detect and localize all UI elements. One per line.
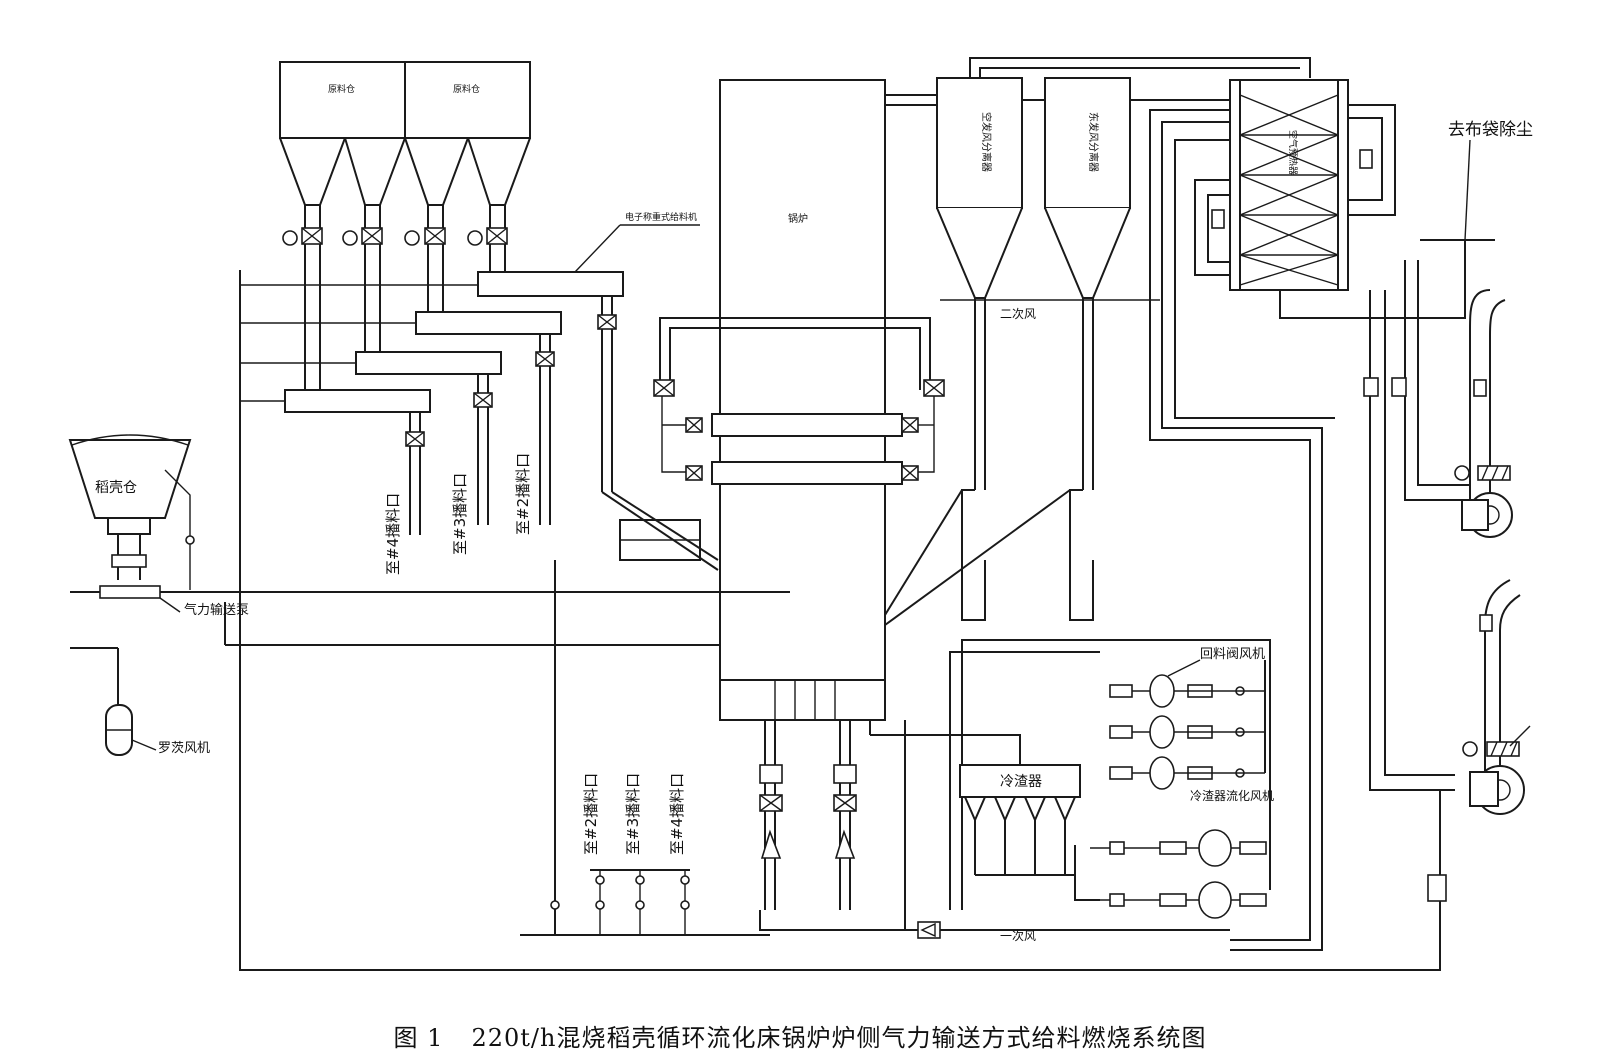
return-valve-fans [1109,659,1266,790]
bag-filter-label: 去布袋除尘 [1448,120,1533,140]
slag-cooler [959,764,1100,901]
rice-husk-silo [68,434,195,590]
secondary-air-label: 二次风 [1000,307,1036,321]
separator-1-label: 空发风分离器 [980,112,993,172]
to-inlet-4-b: 至#4播料口 [668,773,686,855]
to-inlet-2-a: 至#2播料口 [514,453,532,535]
return-fan-label: 回料阀风机 [1200,647,1265,662]
roots-blower [70,647,157,756]
raw-material-hoppers [279,61,531,390]
hopper-right-label: 原料仓 [453,83,480,95]
weighing-feeders [239,224,700,640]
rice-husk-silo-label: 稻壳仓 [95,479,137,496]
figure-number: 图 1 [393,1024,444,1052]
slag-fluid-fan-label: 冷渣器流化风机 [1190,789,1274,803]
blower-label: 罗茨风机 [158,741,210,756]
pneumatic-conveyor-line [70,585,790,646]
feeder-tie-lines [554,491,719,935]
slag-fluid-fans [1090,829,1267,919]
to-inlet-3-a: 至#3播料口 [451,473,469,555]
feeder-header-label: 电子称重式给料机 [625,211,697,223]
to-inlet-4-a: 至#4播料口 [384,493,402,575]
hopper-left-label: 原料仓 [328,83,355,95]
figure-caption: 图 1 220t/h混烧稻壳循环流化床锅炉炉侧气力输送方式给料燃烧系统图 [0,1018,1600,1053]
primary-air-fan [1462,579,1531,815]
furnace [711,79,903,721]
furnace-label: 锅炉 [788,213,808,225]
conveyor-pump-label: 气力输送泵 [184,602,249,618]
boiler-system-diagram: 原料仓 原料仓 电子称重式给料机 至#4播料口 至#3播料口 至#2播料口 [68,57,1533,971]
air-preheater [1149,79,1495,951]
figure-title: 220t/h混烧稻壳循环流化床锅炉炉侧气力输送方式给料燃烧系统图 [471,1024,1207,1052]
secondary-air-fan [1454,289,1513,538]
to-inlet-3-b: 至#3播料口 [624,773,642,855]
secondary-air-ducts [653,299,1160,481]
separator-2-label: 东发风分离器 [1087,112,1100,172]
bottom-burners [759,720,1021,931]
primary-air-label: 一次风 [1000,929,1036,943]
to-inlet-2-b: 至#2播料口 [582,773,600,855]
heat-exchanger-label: 空气预热器 [1287,130,1299,175]
slag-cooler-label: 冷渣器 [1000,774,1042,790]
lower-feed-branches [520,869,770,936]
cyclone-separators [884,57,1311,626]
